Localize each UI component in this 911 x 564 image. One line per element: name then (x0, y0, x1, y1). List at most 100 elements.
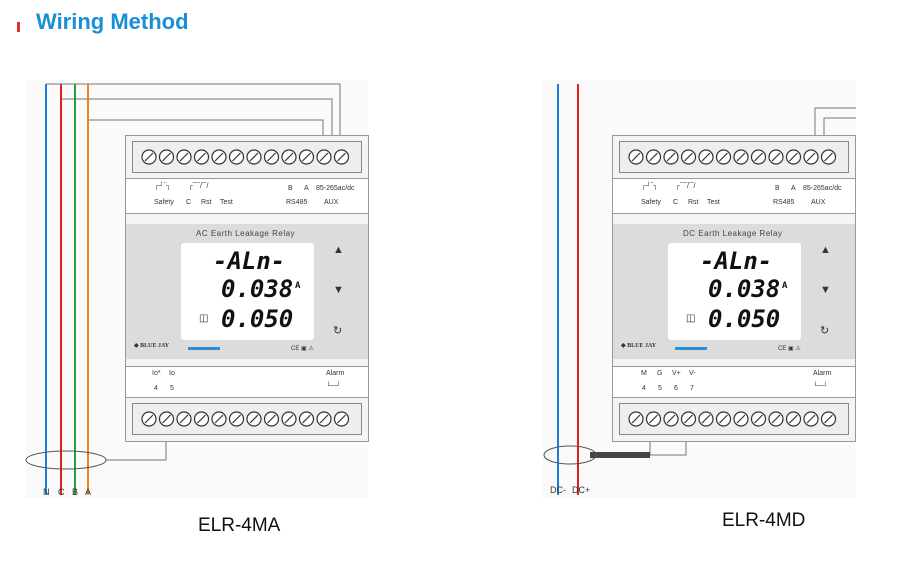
terminal-screw (263, 149, 280, 165)
sensor-cable (590, 452, 650, 458)
label-aux-range: 85-265ac/dc (316, 185, 355, 192)
up-button[interactable]: ▲ (820, 244, 831, 256)
terminal-screw (333, 149, 350, 165)
top-label-panel: ┌┘‾┐ ┌‾‾‾/‾‾/ Safety C Rst Test B A 85-2… (126, 178, 368, 214)
caption-elr-4ma: ELR-4MA (198, 515, 281, 536)
label-aux: AUX (324, 199, 339, 206)
terminal-screw (750, 411, 767, 427)
cert-marks: CE ▣ ⚠ (778, 346, 801, 352)
label-b: B (775, 185, 780, 192)
label-6: 6 (674, 385, 678, 392)
label-g: G (657, 370, 663, 377)
terminal-screw (628, 411, 644, 427)
lcd-display: -ALn- 0.038 A 0.050 ◫ (668, 243, 801, 340)
terminal-screw (663, 149, 679, 165)
terminal-screw (281, 149, 297, 165)
wire-label-dc-minus: DC- (550, 485, 566, 495)
bottom-label-panel: Io* Io 4 5 Alarm └─┘ (126, 366, 368, 398)
terminal-screw (733, 411, 749, 427)
terminal-screw (141, 149, 157, 165)
terminal-screw (263, 411, 280, 427)
brand-bar (675, 347, 707, 350)
label-rst: Rst (201, 199, 212, 206)
bottom-terminal-strip (132, 403, 362, 435)
lcd-line-3: 0.050 (708, 305, 781, 333)
label-rst: Rst (688, 199, 699, 206)
terminal-screw (750, 149, 767, 165)
terminal-screw (645, 149, 662, 165)
label-test: Test (220, 199, 233, 206)
current-transformer-left (25, 450, 107, 470)
top-terminal-strip (619, 141, 849, 173)
terminal-screw (298, 149, 315, 165)
label-4: 4 (642, 385, 646, 392)
terminal-screw (211, 411, 227, 427)
label-test: Test (707, 199, 720, 206)
device-elr-4ma: ┌┘‾┐ ┌‾‾‾/‾‾/ Safety C Rst Test B A 85-2… (125, 135, 369, 442)
wire-label-c: C (58, 487, 65, 497)
lcd-line-1: -ALn- (213, 247, 286, 275)
terminal-screw (158, 149, 175, 165)
terminal-screw (698, 411, 714, 427)
caption-elr-4md: ELR-4MD (722, 510, 806, 531)
label-safety: Safety (641, 199, 661, 206)
label-alarm: Alarm (326, 370, 345, 377)
terminal-screw (333, 411, 350, 427)
brand-logo: ◆ BLUE JAY (621, 343, 657, 349)
lcd-unit: A (295, 281, 301, 291)
terminal-screw (663, 411, 679, 427)
lcd-display: -ALn- 0.038 A 0.050 ◫ (181, 243, 314, 340)
terminal-screw (316, 149, 332, 165)
label-5: 5 (170, 385, 174, 392)
terminal-screw (768, 149, 784, 165)
terminal-screw (176, 149, 192, 165)
cert-marks: CE ▣ ⚠ (291, 346, 314, 352)
label-io: Io (169, 370, 175, 377)
terminal-screw (193, 149, 210, 165)
page-title: Wiring Method (36, 9, 189, 34)
label-m: M (641, 370, 647, 377)
device-elr-4md: ┌┘‾┐ ┌‾‾‾/‾‾/ Safety C Rst Test B A 85-2… (612, 135, 856, 442)
lcd-line-2: 0.038 (221, 275, 294, 303)
terminal-screw (158, 411, 175, 427)
terminal-screw (246, 411, 262, 427)
title-marker (17, 22, 20, 32)
lcd-line-3: 0.050 (221, 305, 294, 333)
bottom-label-panel: M G V+ V- 4 5 6 7 Alarm └─┘ (613, 366, 855, 398)
terminal-screw (228, 411, 245, 427)
terminal-screw (715, 411, 732, 427)
terminal-screw (785, 149, 802, 165)
down-button[interactable]: ▼ (333, 284, 344, 296)
terminal-screw (246, 149, 262, 165)
top-label-panel: ┌┘‾┐ ┌‾‾‾/‾‾/ Safety C Rst Test B A 85-2… (613, 178, 855, 214)
brand-bar (188, 347, 220, 350)
reset-cycle-button[interactable]: ↻ (820, 325, 830, 337)
front-face: DC Earth Leakage Relay -ALn- 0.038 A 0.0… (613, 224, 855, 359)
terminal-screw (281, 411, 297, 427)
current-transformer-right (543, 445, 597, 465)
terminal-screw (715, 149, 732, 165)
terminal-screw (680, 411, 697, 427)
down-button[interactable]: ▼ (820, 284, 831, 296)
terminal-screw (698, 149, 714, 165)
terminal-screw (141, 411, 157, 427)
wire-label-n: N (43, 487, 50, 497)
lcd-unit: A (782, 281, 788, 291)
up-button[interactable]: ▲ (333, 244, 344, 256)
terminal-screw (298, 411, 315, 427)
label-safety: Safety (154, 199, 174, 206)
brand-logo: ◆ BLUE JAY (134, 343, 170, 349)
terminal-screw (316, 411, 332, 427)
relay-icon: ◫ (686, 313, 696, 324)
label-io-star: Io* (152, 370, 161, 377)
label-rs485: RS485 (286, 199, 308, 206)
label-v-minus: V- (689, 370, 696, 377)
reset-cycle-button[interactable]: ↻ (333, 325, 343, 337)
terminal-screw (785, 411, 802, 427)
terminal-screw (820, 411, 837, 427)
terminal-screw (803, 149, 819, 165)
label-a: A (304, 185, 309, 192)
label-v-plus: V+ (672, 370, 681, 377)
face-title: DC Earth Leakage Relay (683, 229, 783, 238)
